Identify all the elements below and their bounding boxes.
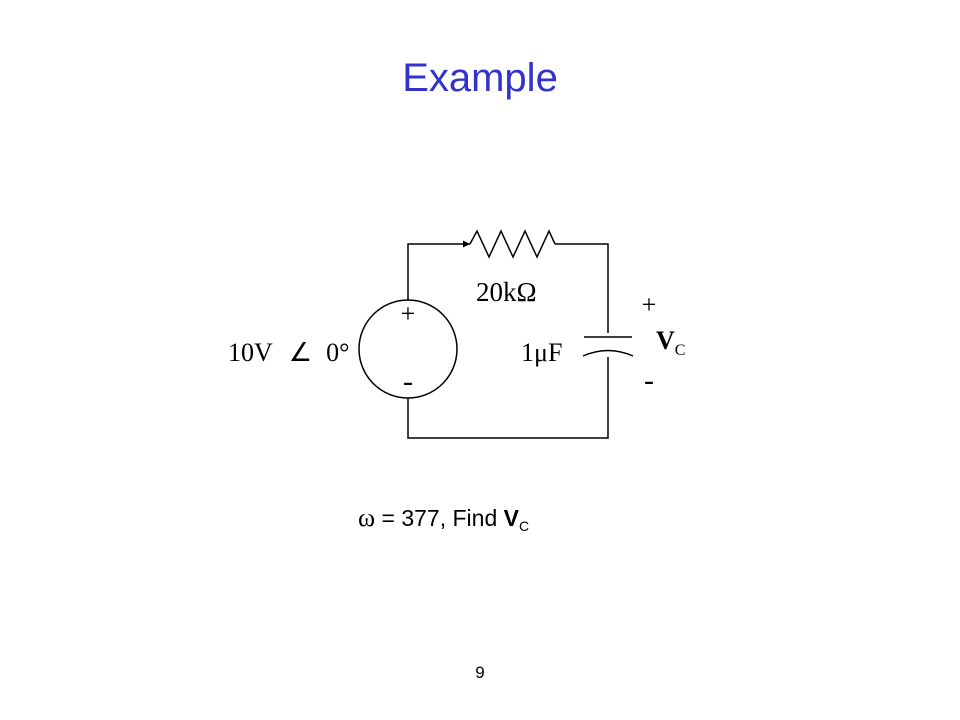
current-arrow-icon: [463, 240, 470, 248]
angle-symbol: ∠: [289, 338, 312, 367]
resistor-label: 20kΩ: [476, 277, 537, 307]
problem-target-symbol: V: [504, 505, 520, 531]
problem-target-subscript: C: [519, 518, 529, 534]
source-angle: 0°: [326, 338, 349, 367]
output-voltage-label: VC: [656, 326, 685, 359]
output-plus-sign: +: [642, 290, 657, 319]
wire-left-top: [407, 243, 470, 300]
output-minus-sign: -: [644, 364, 654, 397]
omega-symbol: ω: [358, 503, 375, 532]
resistor-zigzag: [469, 229, 556, 259]
wire-top-right: [555, 243, 609, 333]
source-plus-sign: +: [401, 299, 416, 328]
source-label: 10V ∠ 0°: [228, 338, 350, 367]
output-voltage-subscript: C: [675, 342, 686, 359]
capacitor-label: 1μF: [521, 338, 562, 367]
page-number: 9: [475, 663, 485, 682]
wire-right-bottom: [407, 357, 609, 439]
source-minus-sign: -: [403, 365, 413, 398]
problem-text: = 377, Find: [375, 505, 504, 531]
output-voltage-symbol: V: [656, 326, 675, 355]
source-magnitude: 10V: [228, 338, 273, 367]
capacitor-bottom-plate: [582, 349, 634, 357]
voltage-source-circle: [358, 299, 458, 399]
problem-statement: ω = 377, Find VC: [358, 503, 529, 534]
page-title: Example: [402, 56, 558, 100]
